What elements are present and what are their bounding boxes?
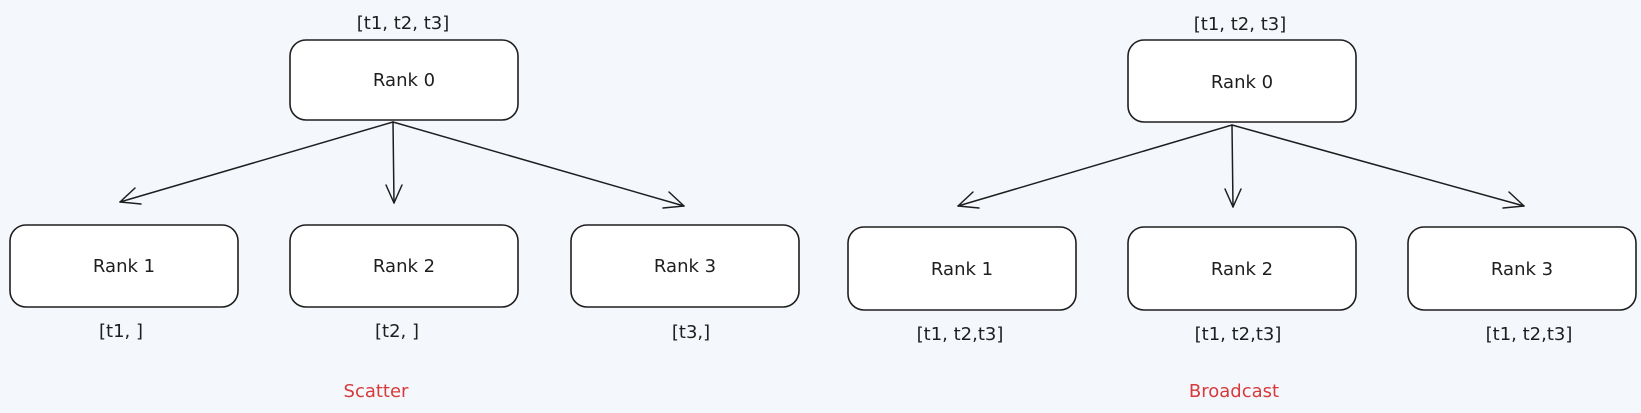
scatter-rank-1-label: Rank 1 xyxy=(93,256,155,277)
scatter-diagram: [t1, t2, t3] Rank 0 Rank 1 [t1, ] Rank 2… xyxy=(9,13,800,402)
broadcast-caption: Broadcast xyxy=(1189,381,1279,402)
scatter-rank-3-label: Rank 3 xyxy=(654,256,716,277)
scatter-arrow-to-rank-2 xyxy=(385,121,403,204)
broadcast-arrow-to-rank-1 xyxy=(957,124,1233,209)
scatter-rank-3-data: [t3,] xyxy=(672,322,710,343)
scatter-arrow-to-rank-3 xyxy=(392,121,685,209)
scatter-rank-2-node xyxy=(289,224,519,308)
scatter-root-node xyxy=(289,39,519,121)
scatter-root-label: Rank 0 xyxy=(373,70,435,91)
scatter-rank-1-node xyxy=(9,224,239,308)
broadcast-rank-2-node xyxy=(1127,226,1357,311)
broadcast-arrow-to-rank-2 xyxy=(1224,124,1242,208)
broadcast-rank-3-data: [t1, t2,t3] xyxy=(1486,324,1573,345)
broadcast-rank-1-label: Rank 1 xyxy=(931,259,993,280)
scatter-rank-2-data: [t2, ] xyxy=(375,321,419,342)
broadcast-arrow-to-rank-3 xyxy=(1231,124,1525,209)
broadcast-rank-2-label: Rank 2 xyxy=(1211,259,1273,280)
broadcast-rank-2-data: [t1, t2,t3] xyxy=(1195,324,1282,345)
broadcast-rank-3-label: Rank 3 xyxy=(1491,259,1553,280)
broadcast-root-data: [t1, t2, t3] xyxy=(1194,14,1286,35)
scatter-root-data: [t1, t2, t3] xyxy=(357,13,449,34)
broadcast-root-node xyxy=(1127,39,1357,123)
broadcast-rank-1-node xyxy=(847,226,1077,311)
broadcast-diagram: [t1, t2, t3] Rank 0 Rank 1 [t1, t2,t3] R… xyxy=(847,14,1637,402)
scatter-rank-2-label: Rank 2 xyxy=(373,256,435,277)
broadcast-rank-1-data: [t1, t2,t3] xyxy=(917,324,1004,345)
broadcast-root-label: Rank 0 xyxy=(1211,72,1273,93)
scatter-arrow-to-rank-1 xyxy=(119,121,394,205)
scatter-rank-3-node xyxy=(570,224,800,308)
scatter-caption: Scatter xyxy=(344,381,410,402)
broadcast-rank-3-node xyxy=(1407,226,1637,311)
scatter-rank-1-data: [t1, ] xyxy=(99,321,143,342)
